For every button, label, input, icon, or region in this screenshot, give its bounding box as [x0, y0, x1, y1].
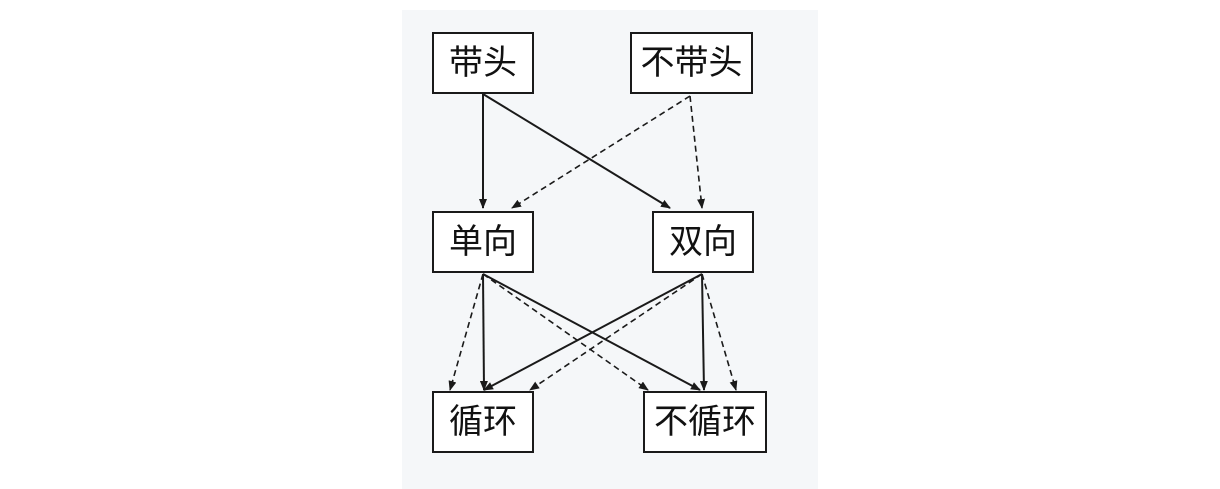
edge-shuangxiang-to-buxunhuan-solid — [699, 273, 708, 391]
edge-budaitou-to-shuangxiang-dashed — [689, 95, 706, 209]
edge-shuangxiang-to-buxunhuan-dashed — [701, 273, 738, 391]
node-daitou-label: 带头 — [449, 43, 517, 83]
edge-budaitou-to-danxiang-dashed — [511, 95, 691, 209]
node-shuangxiang: 双向 — [652, 211, 754, 273]
edge-danxiang-to-buxunhuan-dashed — [482, 273, 649, 391]
edge-danxiang-to-xunhuan-dashed — [448, 273, 484, 391]
node-shuangxiang-label: 双向 — [669, 222, 737, 262]
edge-shuangxiang-to-xunhuan-solid — [483, 273, 703, 391]
edge-daitou-to-shuangxiang-solid — [482, 93, 671, 209]
node-buxunhuan-label: 不循环 — [654, 402, 756, 442]
node-danxiang-label: 单向 — [449, 222, 517, 262]
node-budaitou: 不带头 — [630, 32, 753, 94]
node-budaitou-label: 不带头 — [640, 43, 743, 83]
node-danxiang: 单向 — [432, 211, 534, 273]
edge-group — [448, 93, 738, 391]
edge-danxiang-to-xunhuan-solid — [479, 273, 488, 391]
node-xunhuan-label: 循环 — [449, 402, 517, 442]
node-daitou: 带头 — [432, 32, 534, 94]
edge-shuangxiang-to-xunhuan-dashed — [529, 273, 703, 391]
node-xunhuan: 循环 — [432, 391, 534, 453]
node-buxunhuan: 不循环 — [643, 391, 767, 453]
